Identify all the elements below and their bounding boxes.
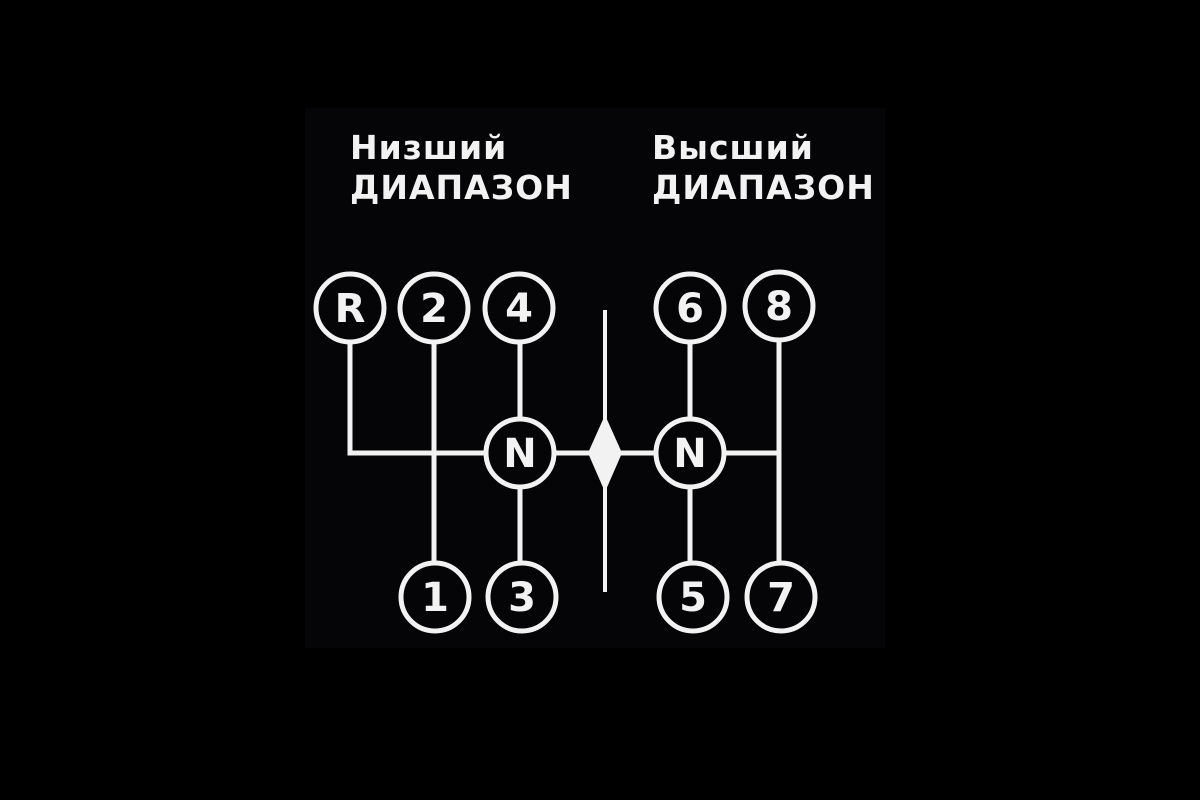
diagram-panel: [305, 108, 885, 648]
gear-label: 8: [765, 284, 793, 330]
gear-circle: [482, 271, 556, 345]
gear-circle: [483, 416, 557, 490]
gear-label: 1: [421, 575, 449, 621]
gear-g2: 2: [397, 271, 471, 345]
gear-circle: [653, 271, 727, 345]
gear-circle: [744, 560, 818, 634]
high-range-line1: Высший: [652, 128, 814, 167]
gear-label: R: [335, 286, 366, 332]
range-diamond: [588, 415, 622, 492]
gear-circle: [653, 416, 727, 490]
gear-g6: 6: [653, 271, 727, 345]
gear-label: N: [503, 431, 536, 477]
gear-neutral_low: N: [483, 416, 557, 490]
high-range-line2: ДИАПАЗОН: [652, 168, 875, 207]
gear-circle: [656, 560, 730, 634]
low-range-line2: ДИАПАЗОН: [350, 168, 573, 207]
gear-label: 2: [420, 286, 448, 332]
gear-label: 5: [679, 575, 707, 621]
low-range-line1: Низший: [350, 128, 508, 167]
gear-label: 4: [505, 286, 533, 332]
high-range-label: Высший ДИАПАЗОН: [652, 128, 875, 208]
gear-circle: [485, 560, 559, 634]
gear-g4: 4: [482, 271, 556, 345]
gear-circle: [742, 269, 816, 343]
gear-reverse: R: [313, 271, 387, 345]
gear-circle: [398, 560, 472, 634]
gear-circle: [313, 271, 387, 345]
low-range-label: Низший ДИАПАЗОН: [350, 128, 573, 208]
gear-label: 3: [508, 575, 536, 621]
gear-g5: 5: [656, 560, 730, 634]
gear-label: 7: [767, 575, 795, 621]
gear-neutral_high: N: [653, 416, 727, 490]
gate-reverse: [347, 343, 485, 456]
gear-g1: 1: [398, 560, 472, 634]
gear-label: 6: [676, 286, 704, 332]
gear-g3: 3: [485, 560, 559, 634]
gate-7-8: [725, 341, 782, 562]
gear-label: N: [673, 431, 706, 477]
gear-circle: [397, 271, 471, 345]
gear-g8: 8: [742, 269, 816, 343]
gear-g7: 7: [744, 560, 818, 634]
